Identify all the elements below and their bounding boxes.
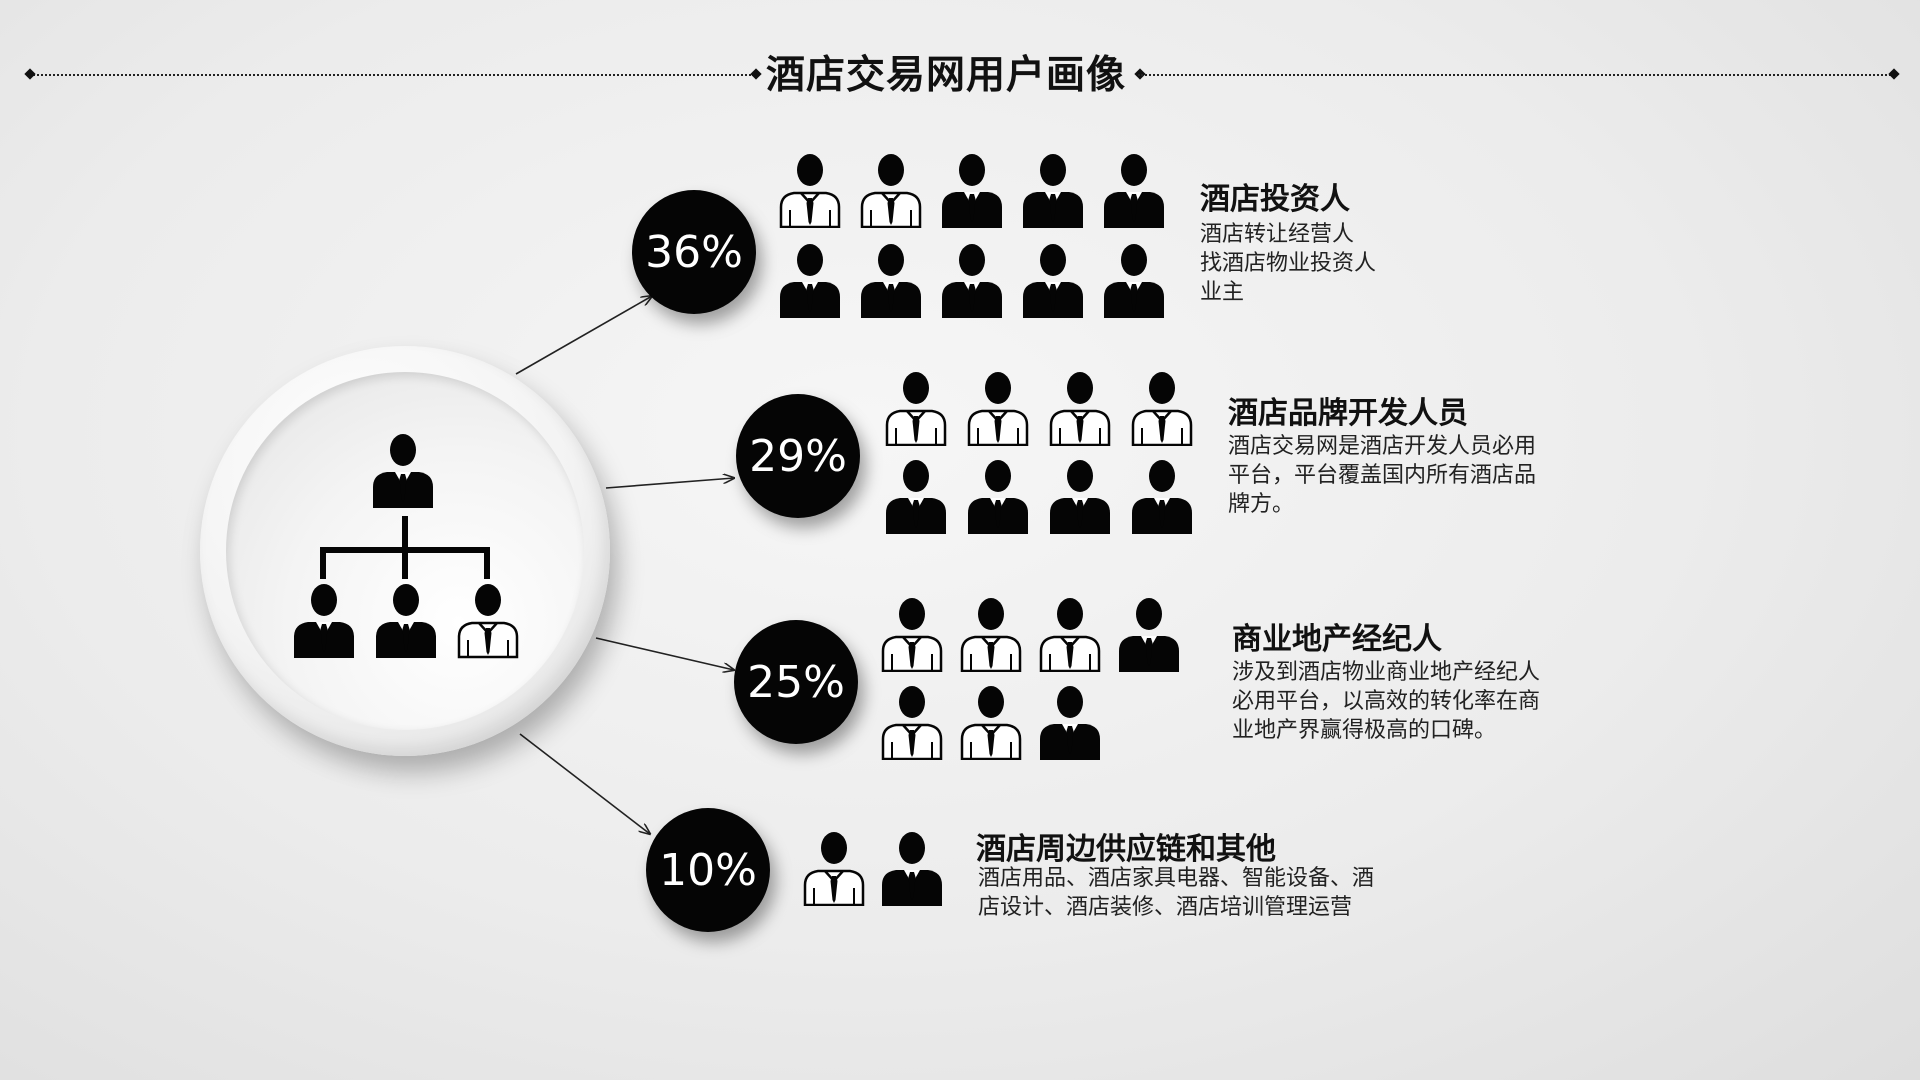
person-shirt-tie-icon — [779, 154, 841, 228]
arrow-to-36 — [515, 296, 652, 375]
businessman-suit-icon — [376, 584, 436, 658]
businessman-suit-icon — [1040, 686, 1100, 760]
businessman-suit-icon — [882, 832, 942, 906]
people-icons-brokers — [880, 596, 1181, 760]
businessman-suit-icon — [861, 244, 921, 318]
businessman-suit-icon — [886, 460, 946, 534]
businessman-suit-icon — [1104, 154, 1164, 228]
businessman-suit-icon — [1104, 244, 1164, 318]
org-chart-icon — [294, 434, 519, 659]
arrow-to-10 — [519, 733, 650, 834]
businessman-suit-icon — [1050, 460, 1110, 534]
businessman-suit-icon — [1119, 598, 1179, 672]
category-title-suppliers: 酒店周边供应链和其他 — [976, 832, 1276, 867]
category-desc-brokers: 涉及到酒店物业商业地产经纪人 必用平台，以高效的转化率在商 业地产界赢得极高的口… — [1232, 660, 1541, 743]
page-title: 酒店交易网用户画像 — [765, 53, 1126, 98]
businessman-suit-icon — [1023, 154, 1083, 228]
percent-badge-developers: 29% — [736, 394, 860, 518]
people-icons-investors — [778, 152, 1166, 318]
category-title-brokers: 商业地产经纪人 — [1232, 622, 1442, 657]
person-shirt-tie-icon — [1039, 598, 1101, 672]
people-icons-suppliers — [802, 830, 944, 906]
hub-circle — [200, 346, 610, 756]
person-shirt-tie-icon — [881, 686, 943, 760]
person-shirt-tie-icon — [860, 154, 922, 228]
category-desc-developers: 酒店交易网是酒店开发人员必用 平台，平台覆盖国内所有酒店品 牌方。 — [1228, 434, 1537, 517]
businessman-suit-icon — [780, 244, 840, 318]
person-shirt-tie-icon — [1049, 372, 1111, 446]
category-title-investors: 酒店投资人 — [1200, 182, 1350, 217]
person-shirt-tie-icon — [881, 598, 943, 672]
arrow-to-25 — [595, 637, 734, 670]
person-shirt-tie-icon — [967, 372, 1029, 446]
arrow-to-29 — [605, 478, 734, 489]
title-rule-left — [30, 74, 754, 76]
hub-inner-circle — [226, 372, 584, 730]
person-shirt-tie-icon — [803, 832, 865, 906]
percent-badge-investors: 36% — [632, 190, 756, 314]
person-shirt-tie-icon — [1131, 372, 1193, 446]
category-desc-investors: 酒店转让经营人 找酒店物业投资人 业主 — [1200, 222, 1377, 305]
person-shirt-tie-icon — [457, 584, 519, 659]
businessman-suit-icon — [294, 584, 354, 658]
businessman-suit-icon — [968, 460, 1028, 534]
people-icons-developers — [884, 370, 1194, 534]
person-shirt-tie-icon — [960, 598, 1022, 672]
percent-badge-suppliers: 10% — [646, 808, 770, 932]
person-shirt-tie-icon — [885, 372, 947, 446]
businessman-suit-icon — [942, 154, 1002, 228]
businessman-suit-icon — [1023, 244, 1083, 318]
businessman-suit-icon — [373, 434, 433, 508]
category-title-developers: 酒店品牌开发人员 — [1228, 396, 1468, 431]
category-desc-suppliers: 酒店用品、酒店家具电器、智能设备、酒 店设计、酒店装修、酒店培训管理运营 — [978, 866, 1375, 920]
businessman-suit-icon — [1132, 460, 1192, 534]
businessman-suit-icon — [942, 244, 1002, 318]
person-shirt-tie-icon — [960, 686, 1022, 760]
title-rule-right — [1138, 74, 1894, 76]
percent-badge-brokers: 25% — [734, 620, 858, 744]
